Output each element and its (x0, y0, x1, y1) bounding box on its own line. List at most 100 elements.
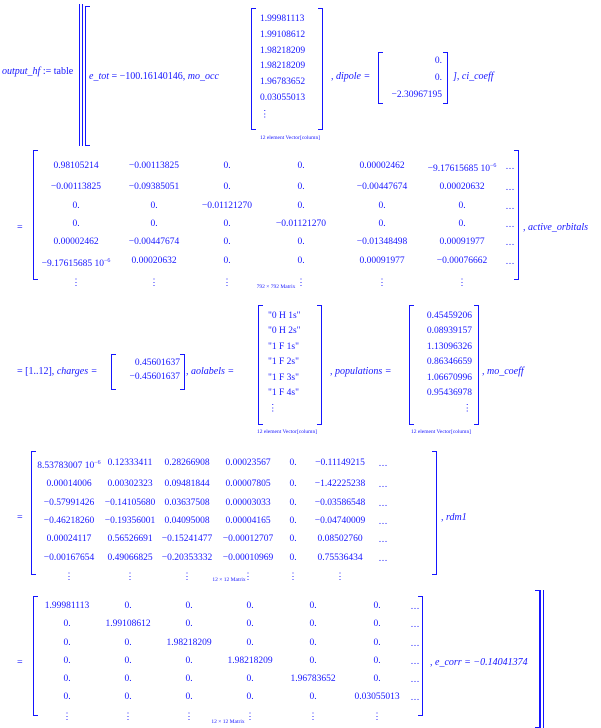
matrix-cell: … (505, 182, 515, 193)
vector-entry: 0. (434, 73, 442, 83)
matrix-cell: 0. (289, 552, 297, 563)
matrix-cell: 0.04095008 (164, 516, 210, 527)
matrix-cell: 0.03637508 (164, 497, 210, 508)
matrix-cell: 0. (124, 655, 132, 666)
matrix-cell: 0. (309, 637, 317, 648)
matrix-cell: 0. (150, 200, 158, 211)
matrix-cell: 0. (223, 161, 231, 171)
matrix-cell: … (378, 497, 388, 508)
matrix-cell: 0.28266908 (164, 458, 210, 468)
rdm1-bracket-left (33, 596, 38, 716)
matrix-cell: 0.75536434 (317, 552, 363, 563)
vector-entry: 1.96783652 (260, 77, 306, 88)
matrix-cell: 0. (373, 674, 381, 685)
vector-entry: ⋮ (462, 404, 473, 415)
matrix-cell: 0. (309, 619, 317, 630)
row2-equals: = (17, 222, 23, 233)
dipole-bracket-right (443, 52, 448, 104)
matrix-cell: 0. (185, 692, 193, 703)
matrix-cell: −0.46218260 (43, 516, 95, 527)
matrix-cell: −9.17615685 10−6 (427, 163, 497, 175)
vector-entry: "1 F 4s" (268, 388, 299, 398)
ci-coeff-key: ], ci_coeff (453, 71, 494, 82)
matrix-cell: 0. (373, 655, 381, 666)
matrix-cell: −0.00010969 (222, 552, 274, 563)
matrix-cell: 0. (63, 619, 71, 630)
matrix-cell: 8.53783007 10−6 (37, 460, 101, 472)
rdm1-bracket-right (418, 596, 423, 716)
mo-coeff-bracket-left (31, 451, 36, 575)
matrix-cell: … (410, 637, 420, 648)
matrix-cell: 0.00023567 (225, 458, 271, 468)
matrix-cell: 0.00091977 (439, 237, 485, 248)
vector-entry: "1 F 3s" (268, 372, 299, 383)
matrix-cell: 0. (289, 458, 297, 468)
dipole-key: , dipole = (331, 71, 371, 82)
vector-entry: "0 H 1s" (268, 311, 301, 321)
matrix-cell: 0. (246, 637, 254, 648)
matrix-cell: 0.00020632 (439, 182, 485, 193)
vector-entry: −0.45601637 (129, 372, 180, 382)
vector-entry: 0. (434, 56, 442, 66)
matrix-cell: 0. (223, 182, 231, 193)
mo-coeff-bracket-right (432, 451, 437, 575)
matrix-cell: … (410, 692, 420, 703)
matrix-cell: 0. (297, 161, 305, 171)
matrix-cell: 0.00091977 (359, 255, 405, 266)
matrix-cell: … (378, 458, 388, 468)
e-corr-entry: , e_corr = −0.14041374 (430, 657, 528, 668)
matrix-cell: −0.00447674 (356, 182, 408, 193)
matrix-cell: −0.01121270 (201, 200, 253, 211)
aolabels-caption: 12 element Vector[column] (256, 429, 318, 435)
matrix-cell: 0. (124, 692, 132, 703)
matrix-cell: −0.00447674 (128, 237, 180, 248)
matrix-cell: … (378, 534, 388, 545)
matrix-cell: … (505, 237, 515, 248)
matrix-cell: 0. (373, 601, 381, 611)
matrix-cell: 0.00020632 (131, 255, 177, 266)
table-bracket-right-inner (540, 590, 541, 728)
matrix-cell: 0.00004165 (225, 516, 271, 527)
matrix-cell: 0. (72, 219, 80, 230)
vector-entry: 1.06670996 (426, 372, 472, 383)
matrix-cell: 0. (378, 200, 386, 211)
matrix-cell: … (378, 552, 388, 563)
dipole-bracket-left (378, 52, 383, 104)
charges-bracket-right (180, 354, 185, 390)
matrix-cell: … (505, 219, 515, 230)
matrix-cell: ⋮ (245, 710, 255, 721)
matrix-cell: 0. (458, 200, 466, 211)
matrix-cell: 0. (63, 637, 71, 648)
matrix-cell: 1.98218209 (166, 637, 212, 648)
matrix-cell: −9.17615685 10−6 (41, 257, 111, 269)
vector-entry: −2.30967195 (391, 90, 442, 100)
matrix-cell: 0. (72, 200, 80, 211)
matrix-cell: 0. (223, 255, 231, 266)
matrix-cell: ⋮ (71, 277, 81, 288)
matrix-cell: 0. (63, 674, 71, 685)
matrix-cell: 0. (289, 497, 297, 508)
row5-equals: = (17, 657, 23, 668)
matrix-cell: −0.00076662 (436, 255, 488, 266)
vector-entry: 1.99108612 (260, 29, 306, 40)
matrix-cell: ⋮ (377, 277, 387, 288)
matrix-cell: … (410, 674, 420, 685)
matrix-cell: 0. (458, 219, 466, 230)
matrix-cell: 0.00007805 (225, 479, 271, 490)
matrix-cell: 0. (246, 674, 254, 685)
matrix-cell: 1.96783652 (290, 674, 336, 685)
matrix-cell: ⋮ (335, 570, 345, 581)
matrix-cell: −0.11149215 (315, 458, 365, 468)
matrix-cell: 0. (63, 655, 71, 666)
matrix-cell: 0. (289, 516, 297, 527)
matrix-cell: 0. (150, 219, 158, 230)
matrix-cell (408, 707, 422, 725)
populations-key: , populations = (330, 366, 392, 377)
matrix-cell: ⋮ (182, 570, 192, 581)
matrix-cell: −0.00113825 (50, 182, 102, 193)
populations-bracket-right (474, 305, 479, 425)
matrix-cell: 0. (373, 637, 381, 648)
matrix-cell: 1.98218209 (227, 655, 273, 666)
vector-entry: 0.86346659 (426, 357, 472, 368)
matrix-cell: −0.19356001 (104, 516, 156, 527)
